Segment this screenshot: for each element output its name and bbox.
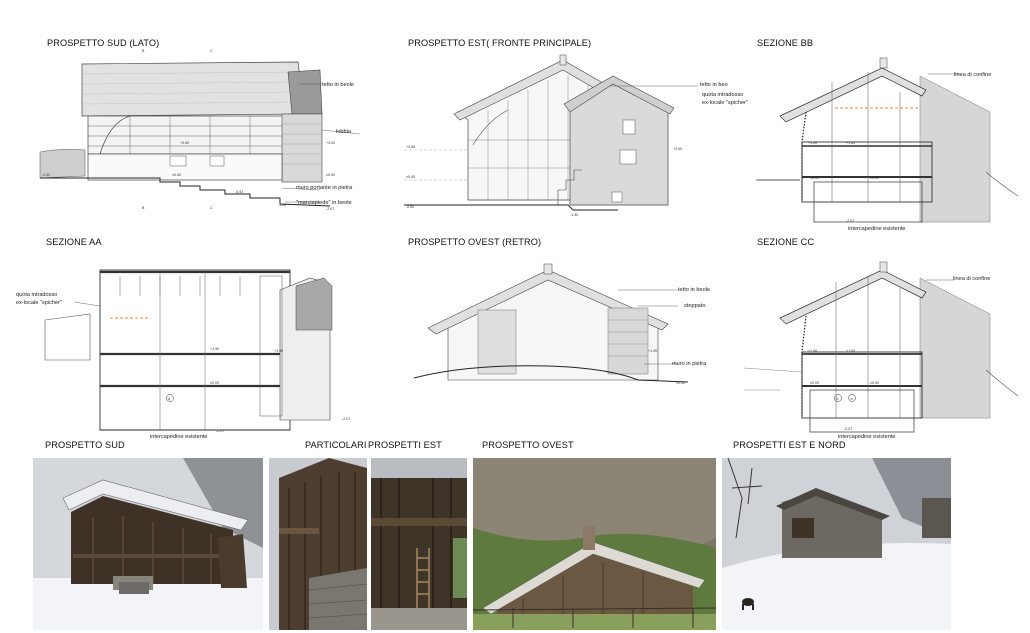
photo-prospetti-est (371, 458, 467, 630)
section-mark-a-circle: a (851, 397, 853, 401)
title-sezione-cc: SEZIONE CC (757, 237, 815, 247)
label-quota-line1: quota intradosso (16, 292, 57, 298)
section-mark-c-bottom: C (210, 206, 213, 210)
level-label: ±0.00 (406, 175, 415, 179)
section-mark-b-bottom: B (142, 206, 145, 210)
roof-tiles (779, 269, 927, 325)
drawing-prospetto-ovest: tetto in beole steppato muro in pietra +… (413, 263, 710, 385)
level-label: -2.07 (216, 429, 224, 433)
label-intercapedine: intercapedine esistente (150, 434, 208, 440)
level-label: ±0.00 (210, 381, 219, 385)
drawing-sezione-cc: b a linea di confine intercapedine esist… (743, 261, 1019, 440)
level-label: -0.32 (42, 173, 50, 177)
level-label: ±0.00 (870, 381, 879, 385)
level-label: -1.40 (570, 213, 578, 217)
title-photo-prospetti-est-nord: PROSPETTI EST E NORD (733, 440, 846, 450)
level-label: ±0.00 (676, 381, 685, 385)
label-muro-portante: muro portante in pietra (296, 185, 353, 191)
label-quota-line2: ex-locale "spicher" (16, 300, 62, 306)
label-tetto-beole: tetto in beole (700, 82, 728, 88)
level-label: -2.07 (326, 207, 334, 211)
section-mark-b-top: B (142, 49, 145, 53)
drawing-prospetto-est: tetto in beole +3.88 ±0.00 -0.50 -1.40 +… (404, 54, 728, 217)
title-prospetto-sud-lato: PROSPETTO SUD (LATO) (47, 38, 160, 48)
title-photo-particolari: PARTICOLARI (305, 440, 367, 450)
title-photo-prospetto-ovest: PROSPETTO OVEST (482, 440, 574, 450)
level-label: ±0.00 (810, 176, 819, 180)
level-label: ±0.00 (326, 173, 335, 177)
roof-tiles (779, 67, 927, 123)
level-label: -2.07 (844, 427, 852, 431)
drawing-sezione-aa: quota intradosso ex-locale "spicher" a i… (16, 269, 350, 440)
level-label: +1.90 (274, 349, 283, 353)
level-label: +1.90 (648, 349, 657, 353)
level-label: ±0.00 (810, 381, 819, 385)
level-label: -2.07 (342, 417, 350, 421)
title-photo-prospetto-sud: PROSPETTO SUD (45, 440, 125, 450)
title-sezione-bb: SEZIONE BB (757, 38, 814, 48)
level-label: +1.90 (808, 349, 817, 353)
label-intercapedine: intercapedine esistente (848, 226, 906, 232)
level-label: +1.90 (808, 141, 817, 145)
label-steppato: steppato (684, 303, 705, 309)
label-quota-line1: quota intradosso (702, 92, 743, 98)
label-muro-pietra: muro in pietra (672, 361, 707, 367)
level-label: ±0.00 (172, 173, 181, 177)
roof-tiles (81, 61, 305, 117)
label-lobbia: lobbia (336, 129, 352, 135)
level-label: +1.60 (846, 141, 855, 145)
label-marciapiede: "marciapiede" in beole (296, 200, 352, 206)
level-label: ±0.00 (870, 176, 879, 180)
photo-prospetto-sud (33, 458, 263, 630)
level-label: -0.93 (235, 190, 243, 194)
section-mark-c-top: C (210, 49, 213, 53)
level-label: +1.90 (210, 347, 219, 351)
title-prospetto-est-fronte: PROSPETTO EST( FRONTE PRINCIPALE) (408, 38, 592, 48)
label-quota-line2: ex-locale "spicher" (702, 100, 748, 106)
title-sezione-aa: SEZIONE AA (46, 237, 102, 247)
label-tetto-beole: tetto in beole (678, 287, 710, 293)
drawing-sezione-bb: linea di confine intercapedine esistente… (756, 57, 1019, 232)
title-photo-prospetti-est: PROSPETTI EST (368, 440, 442, 450)
label-intercapedine: intercapedine esistente (838, 434, 896, 440)
section-mark-a: a (168, 397, 170, 401)
level-label: -0.50 (406, 205, 414, 209)
level-label: -1.40 (278, 203, 286, 207)
level-label: +3.00 (180, 141, 189, 145)
section-mark-b-circle: b (837, 397, 839, 401)
level-label: +3.00 (673, 147, 682, 151)
title-prospetto-ovest-retro: PROSPETTO OVEST (RETRO) (408, 237, 542, 247)
photo-prospetto-ovest (473, 458, 716, 630)
level-label: +1.60 (846, 349, 855, 353)
photo-particolari (269, 458, 367, 630)
label-quota-group-bb: quota intradosso ex-locale "spicher" (702, 92, 748, 106)
level-label: -2.07 (846, 219, 854, 223)
level-label: +3.00 (326, 141, 335, 145)
label-tetto-beole: tetto in beole (322, 82, 354, 88)
label-linea-confine: linea di confine (953, 276, 990, 282)
level-label: +3.88 (406, 145, 415, 149)
label-linea-confine: linea di confine (954, 72, 991, 78)
drawing-prospetto-sud: tetto in beole lobbia muro portante in p… (39, 49, 361, 211)
photo-prospetti-est-nord (722, 458, 951, 630)
